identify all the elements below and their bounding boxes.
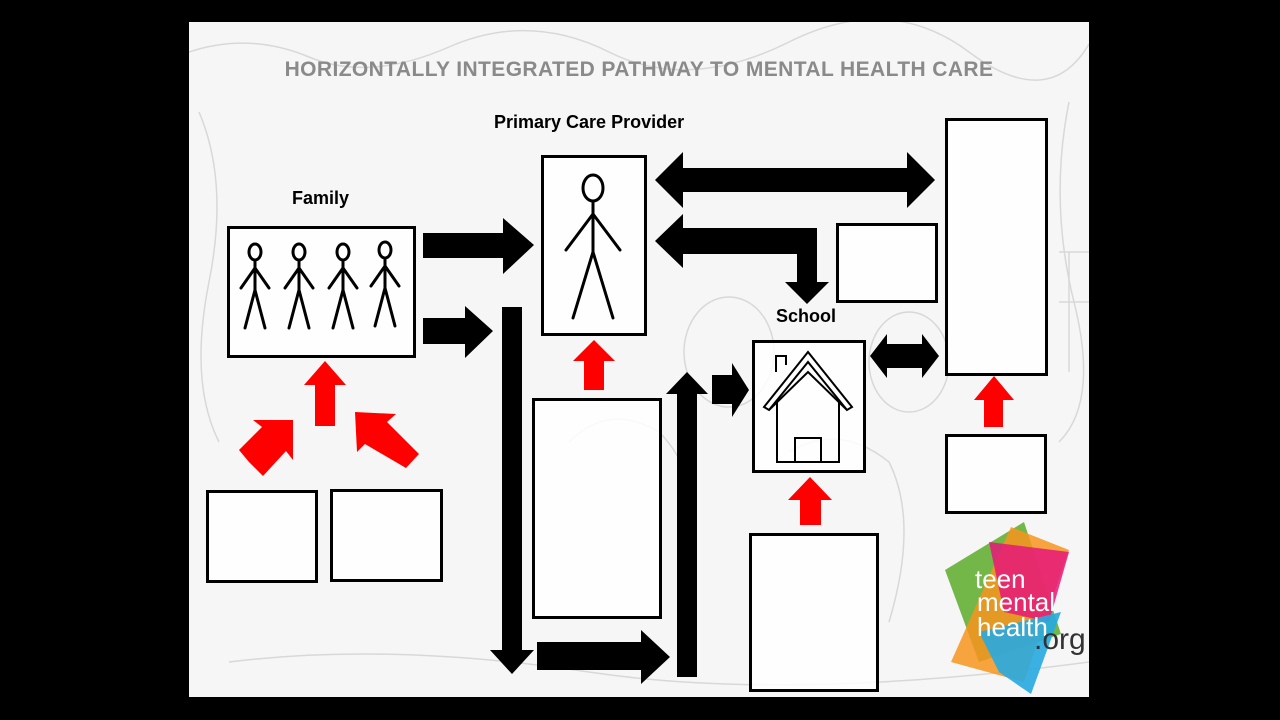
empty-box-left-1: [206, 490, 318, 583]
red-arrow-school: [788, 477, 832, 525]
slide-title: HORIZONTALLY INTEGRATED PATHWAY TO MENTA…: [284, 58, 994, 81]
stick-figure-icon: [283, 242, 315, 330]
arrow-family-lower: [423, 306, 493, 358]
red-arrow-diag-right: [355, 412, 419, 468]
red-arrow-up-family: [304, 361, 346, 426]
logo-org: .org: [1034, 623, 1086, 656]
red-arrow-diag-left: [239, 420, 293, 476]
arrow-bottom-right: [537, 630, 670, 684]
stick-figure-icon: [327, 242, 359, 330]
arrows: [239, 152, 1014, 684]
school-label: School: [776, 306, 837, 326]
arrow-family-to-primary: [423, 218, 534, 274]
arrow-up: [666, 372, 708, 677]
logo-health: health: [977, 612, 1048, 642]
arrow-left-bend: [655, 214, 829, 304]
arrow-down-long: [490, 307, 534, 674]
teen-mental-health-logo: [945, 522, 1069, 694]
house-icon: [762, 350, 854, 463]
family-stick-figures: [239, 240, 401, 330]
family-label: Family: [292, 188, 350, 208]
arrow-to-school: [712, 363, 749, 417]
arrow-double-school: [870, 334, 939, 378]
slide: HORIZONTALLY INTEGRATED PATHWAY TO MENTA…: [189, 22, 1089, 697]
person-icon: [564, 173, 622, 320]
red-arrow-right: [974, 376, 1014, 427]
empty-box-center: [532, 398, 662, 619]
logo-teen: teen: [975, 564, 1026, 594]
red-arrow-primary: [573, 340, 615, 390]
empty-box-right-bottom: [945, 434, 1047, 514]
empty-box-tall-right: [945, 118, 1048, 376]
empty-box-small-right: [836, 223, 938, 303]
empty-box-left-2: [330, 489, 443, 582]
empty-box-school-bottom: [749, 533, 879, 692]
arrow-double-top: [655, 152, 935, 208]
stick-figure-icon: [369, 240, 401, 328]
sketch-background: [189, 22, 1089, 686]
primary-care-label: Primary Care Provider: [494, 112, 685, 132]
stick-figure-icon: [239, 242, 271, 330]
logo-mental: mental: [977, 587, 1056, 617]
